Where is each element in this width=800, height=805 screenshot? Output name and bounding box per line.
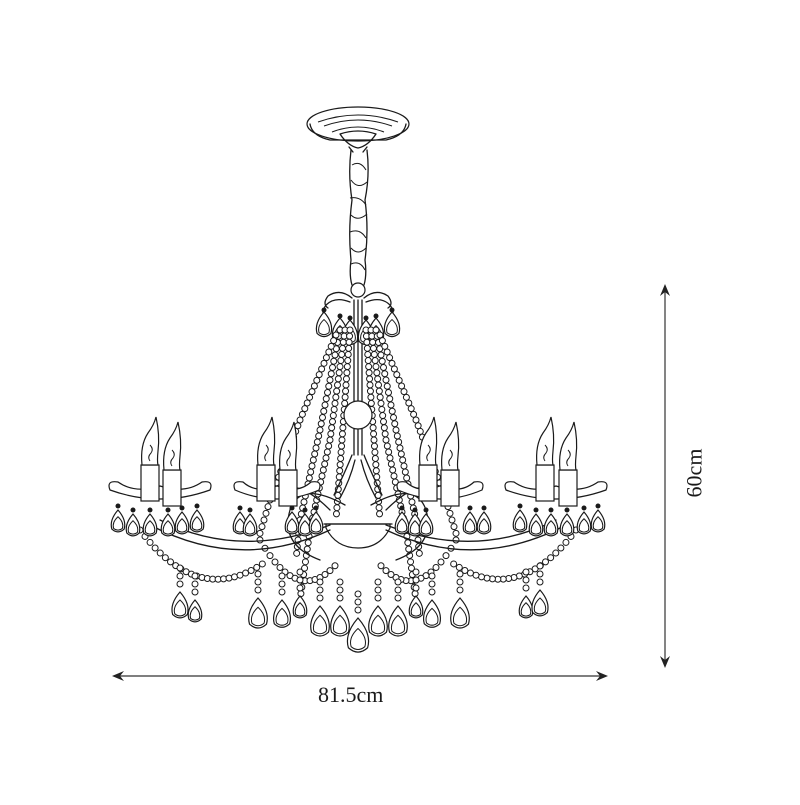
width-dimension-line <box>112 671 608 681</box>
chain <box>349 149 369 298</box>
width-dimension-label: 81.5cm <box>318 682 384 707</box>
arrow-left-icon <box>112 671 124 681</box>
central-column <box>323 400 393 549</box>
arrow-right-icon <box>596 671 608 681</box>
height-dimension-line <box>660 284 670 668</box>
hanging-crystal-drops <box>171 562 549 653</box>
ceiling-canopy <box>306 106 410 153</box>
arrow-up-icon <box>660 284 670 296</box>
height-dimension-label: 60cm <box>681 448 707 498</box>
arrow-down-icon <box>660 656 670 668</box>
candle-groups <box>108 416 608 537</box>
